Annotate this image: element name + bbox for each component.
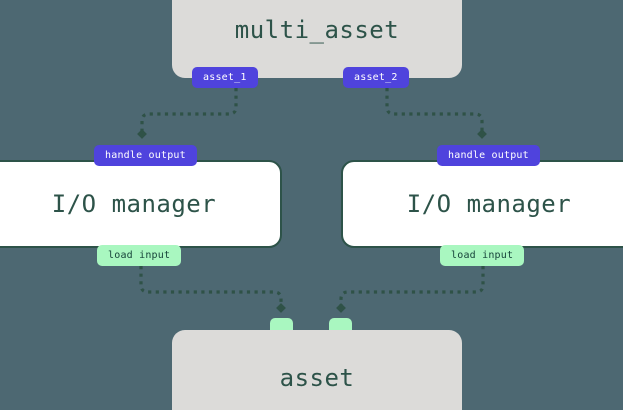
badge-asset-1[interactable]: asset_1 xyxy=(192,67,258,88)
node-multi-asset[interactable]: multi_asset xyxy=(172,0,462,78)
badge-handle-output-right[interactable]: handle output xyxy=(437,145,540,166)
edge-load-input-left-to-asset xyxy=(139,266,286,313)
badge-load-input-right-label: load input xyxy=(451,250,514,261)
badge-load-input-left[interactable]: load input xyxy=(97,245,182,266)
node-io-manager-left[interactable]: I/O manager xyxy=(0,160,282,248)
node-multi-asset-label: multi_asset xyxy=(234,16,400,44)
node-asset-label: asset xyxy=(279,364,355,392)
badge-handle-output-right-label: handle output xyxy=(448,150,529,161)
edge-load-input-right-to-asset xyxy=(336,266,485,313)
badge-asset-1-label: asset_1 xyxy=(203,72,247,83)
badge-load-input-right[interactable]: load input xyxy=(440,245,525,266)
badge-asset-2[interactable]: asset_2 xyxy=(343,67,409,88)
node-io-manager-right-label: I/O manager xyxy=(406,190,572,218)
edge-asset1-to-handle-output-left xyxy=(137,88,238,139)
edge-asset2-to-handle-output-right xyxy=(385,88,487,139)
badge-handle-output-left[interactable]: handle output xyxy=(94,145,197,166)
badge-asset-2-label: asset_2 xyxy=(354,72,398,83)
node-io-manager-left-label: I/O manager xyxy=(51,190,217,218)
node-io-manager-right[interactable]: I/O manager xyxy=(341,160,623,248)
badge-load-input-left-label: load input xyxy=(108,250,171,261)
node-asset[interactable]: asset xyxy=(172,330,462,410)
badge-handle-output-left-label: handle output xyxy=(105,150,186,161)
